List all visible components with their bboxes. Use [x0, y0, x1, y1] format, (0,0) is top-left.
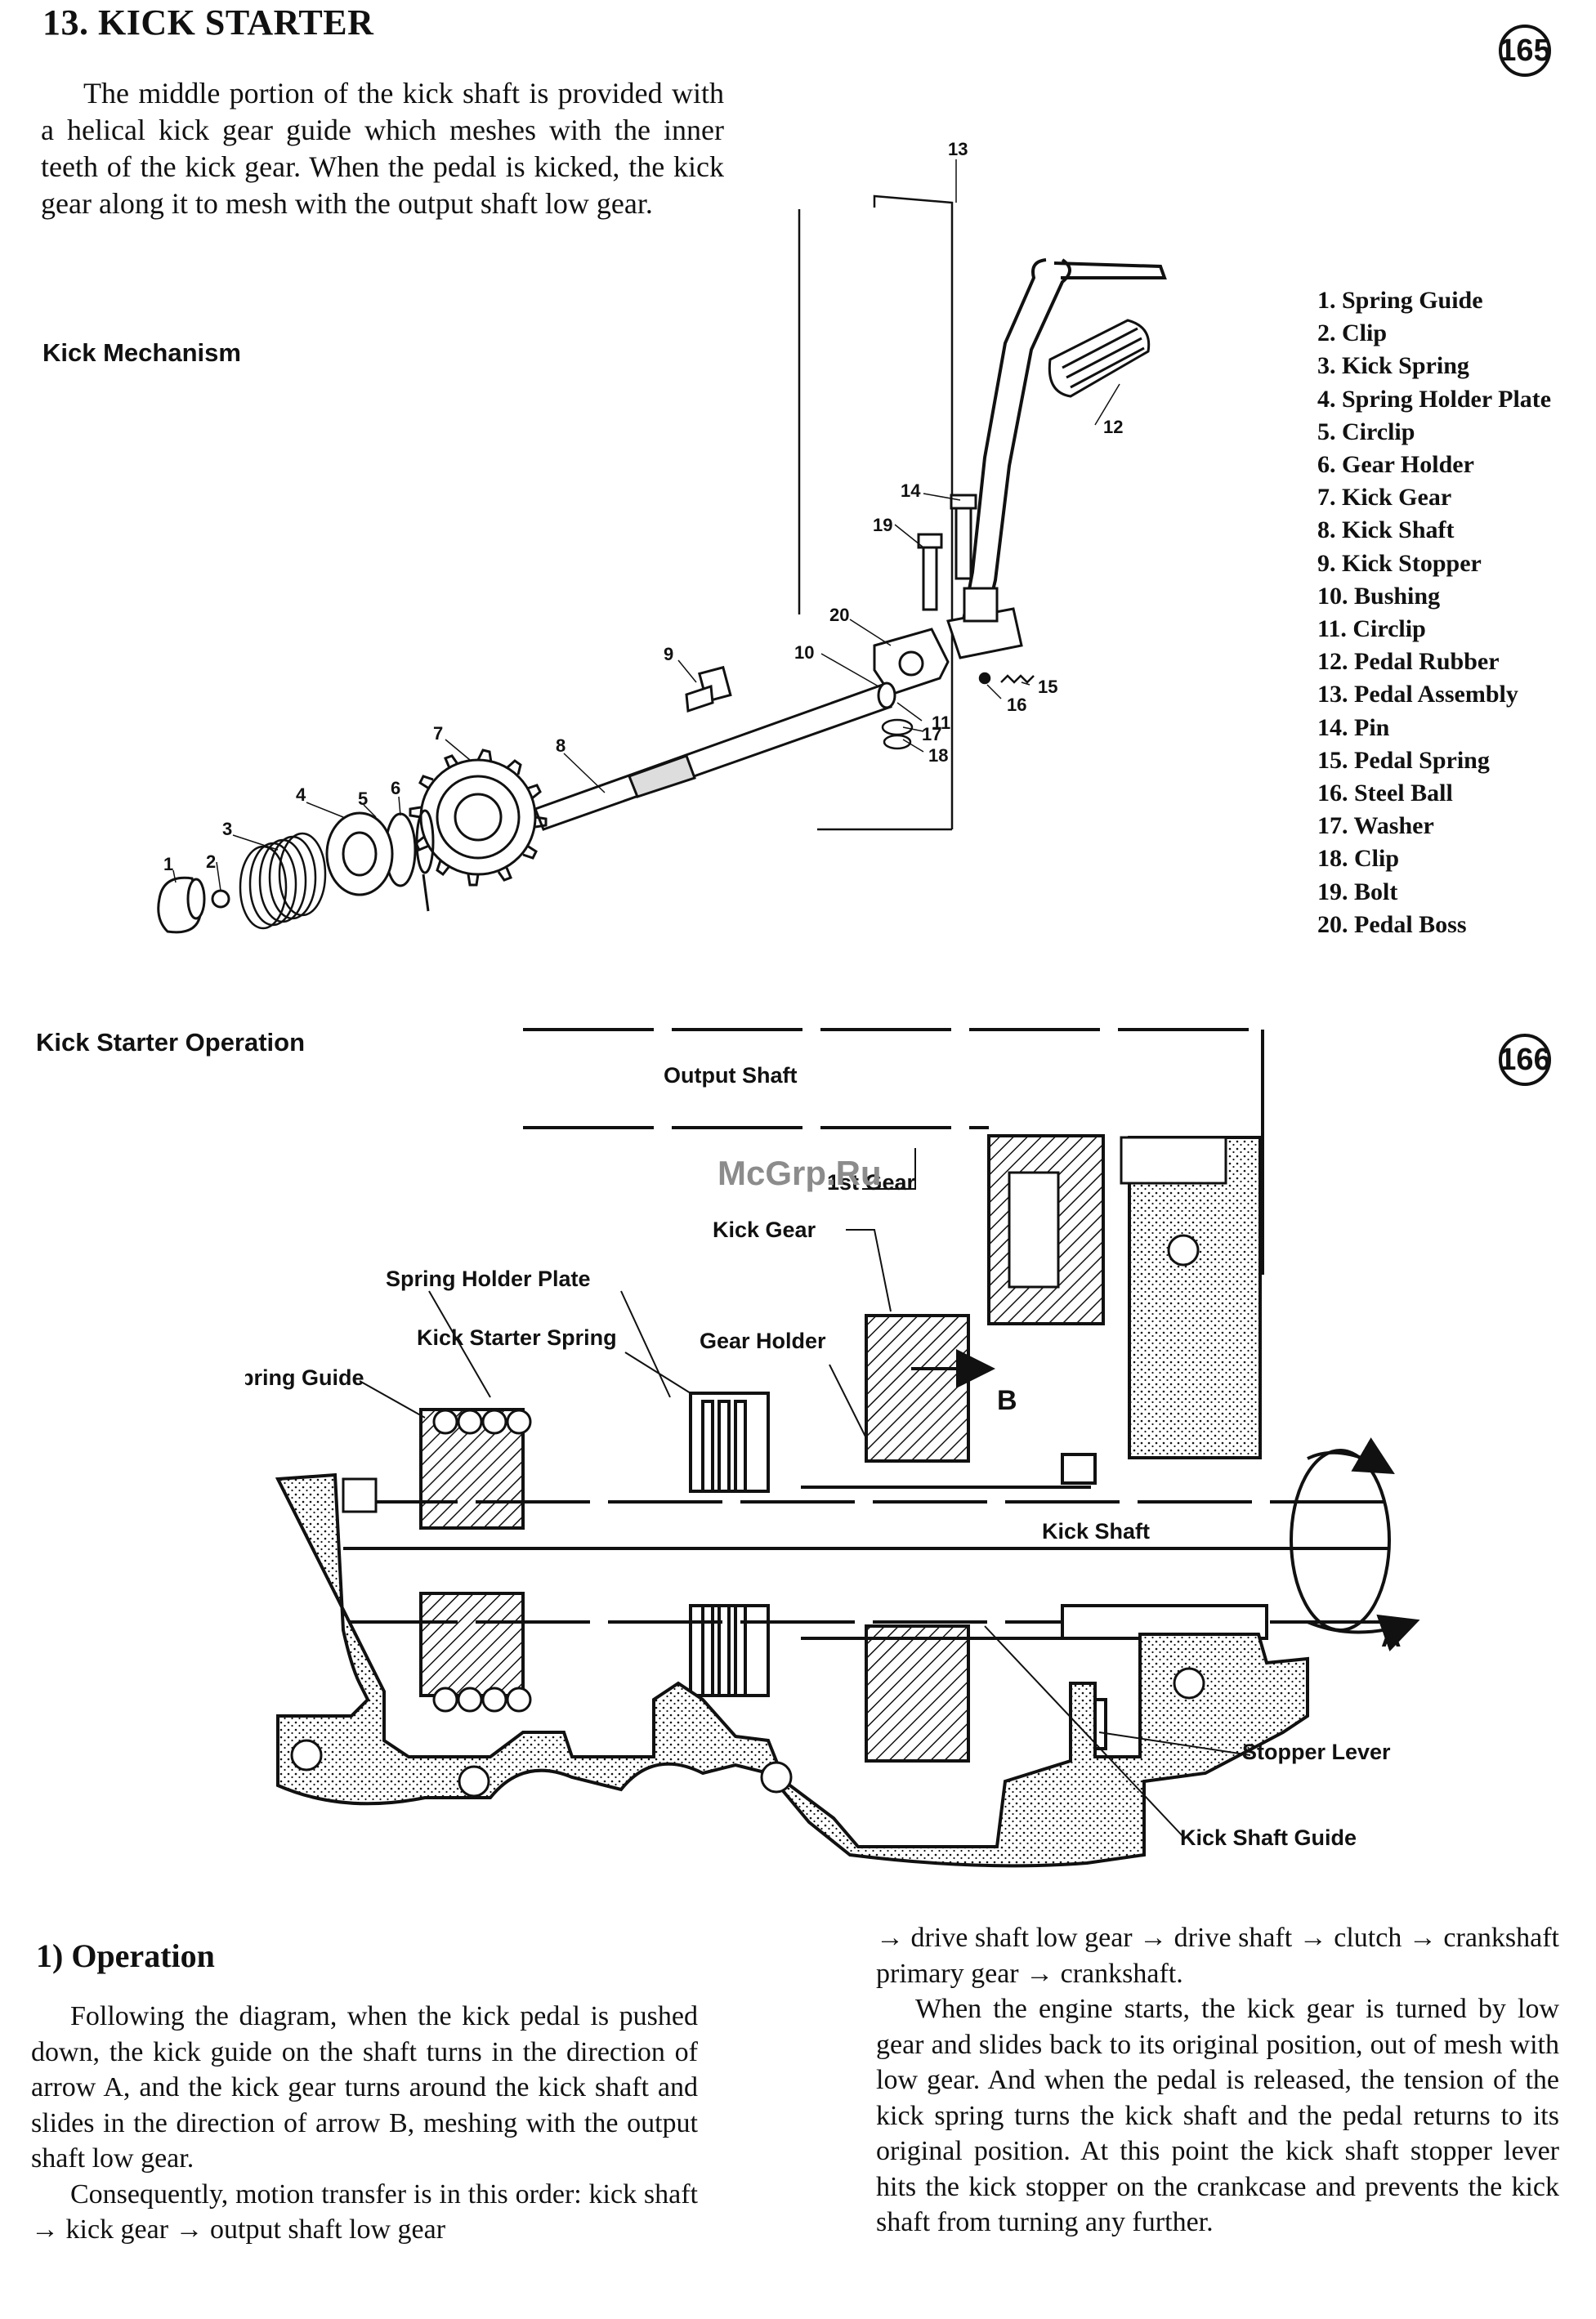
parts-list-item: 10. Bushing: [1317, 582, 1441, 610]
parts-list: 1. Spring Guide 2. Clip 3. Kick Spring 4…: [1317, 284, 1551, 941]
parts-list-item: 2. Clip: [1317, 319, 1388, 347]
label-kick-shaft-guide: Kick Shaft Guide: [1180, 1825, 1357, 1850]
operation-paragraph-2: Consequently, motion transfer is in this…: [31, 2178, 698, 2245]
label-stopper-lever: Stopper Lever: [1242, 1740, 1391, 1764]
callout-14: 14: [901, 480, 921, 501]
figure-165-badge: 165: [1499, 25, 1551, 77]
callout-17: 17: [922, 724, 941, 744]
parts-list-item: 7. Kick Gear: [1317, 484, 1452, 512]
callout-20: 20: [829, 605, 849, 625]
label-output-shaft: Output Shaft: [664, 1063, 797, 1088]
callout-19: 19: [873, 515, 892, 535]
operation-paragraph-1: Following the diagram, when the kick ped…: [31, 2001, 698, 2174]
label-first-gear: 1st Gear: [827, 1170, 916, 1195]
intro-paragraph: The middle portion of the kick shaft is …: [41, 77, 724, 220]
kick-starter-operation-diagram: Output Shaft 1st Gear Kick Gear Spring H…: [245, 1028, 1420, 1868]
callout-8: 8: [556, 735, 566, 756]
parts-list-item: 4. Spring Holder Plate: [1317, 385, 1552, 413]
figure-166-badge: 166: [1499, 1034, 1551, 1086]
callout-6: 6: [391, 778, 400, 798]
operation-right-column: → drive shaft low gear → drive shaft → c…: [876, 1920, 1559, 2241]
callout-9: 9: [664, 644, 673, 664]
watermark: McGrp.Ru: [718, 1154, 882, 1192]
kick-mechanism-heading: Kick Mechanism: [42, 338, 241, 367]
parts-list-item: 14. Pin: [1317, 713, 1390, 741]
label-arrow-b: B: [997, 1385, 1017, 1416]
parts-list-item: 13. Pedal Assembly: [1317, 681, 1518, 708]
parts-list-item: 18. Clip: [1317, 845, 1400, 873]
callout-5: 5: [358, 789, 368, 809]
parts-list-item: 15. Pedal Spring: [1317, 746, 1490, 774]
operation-left-column: Following the diagram, when the kick ped…: [31, 1999, 698, 2248]
label-kick-gear: Kick Gear: [713, 1218, 816, 1242]
callout-16: 16: [1007, 695, 1026, 715]
parts-list-item: 16. Steel Ball: [1317, 780, 1453, 807]
kick-mechanism-diagram: 13 12 14 19 20 10 11 15 16 17 18 9 7 8 6…: [157, 139, 1167, 934]
label-spring-holder-plate: Spring Holder Plate: [386, 1267, 591, 1291]
parts-list-item: 17. Washer: [1317, 812, 1434, 840]
label-gear-holder: Gear Holder: [700, 1329, 826, 1353]
kick-starter-operation-heading: Kick Starter Operation: [36, 1028, 306, 1057]
parts-list-item: 1. Spring Guide: [1317, 287, 1483, 314]
callout-12: 12: [1103, 417, 1123, 437]
callout-13: 13: [948, 139, 968, 159]
parts-list-item: 11. Circlip: [1317, 615, 1426, 643]
section-title: 13. KICK STARTER: [42, 2, 374, 42]
parts-list-item: 6. Gear Holder: [1317, 451, 1474, 479]
parts-list-item: 20. Pedal Boss: [1317, 910, 1467, 938]
callout-10: 10: [794, 642, 814, 663]
callout-1: 1: [163, 854, 173, 874]
callout-2: 2: [206, 851, 216, 872]
label-spring-guide: Spring Guide: [245, 1365, 364, 1390]
parts-list-item: 8. Kick Shaft: [1317, 516, 1455, 544]
callout-11: 11: [932, 713, 950, 733]
parts-list-item: 9. Kick Stopper: [1317, 549, 1482, 577]
parts-list-item: 19. Bolt: [1317, 878, 1398, 905]
parts-list-item: 5. Circlip: [1317, 418, 1415, 445]
parts-list-item: 12. Pedal Rubber: [1317, 648, 1500, 676]
parts-list-item: 3. Kick Spring: [1317, 352, 1469, 380]
operation-heading: 1) Operation: [36, 1937, 215, 1974]
callout-4: 4: [296, 784, 306, 805]
callout-7: 7: [433, 723, 443, 744]
callout-18: 18: [928, 745, 948, 766]
operation-paragraph-3: → drive shaft low gear → drive shaft → c…: [876, 1923, 1559, 1989]
callout-15: 15: [1038, 677, 1057, 697]
label-arrow-a: A: [1381, 1622, 1402, 1653]
label-kick-shaft: Kick Shaft: [1042, 1519, 1150, 1544]
callout-3: 3: [222, 819, 232, 839]
label-kick-starter-spring: Kick Starter Spring: [417, 1325, 617, 1350]
operation-paragraph-4: When the engine starts, the kick gear is…: [876, 1994, 1559, 2237]
